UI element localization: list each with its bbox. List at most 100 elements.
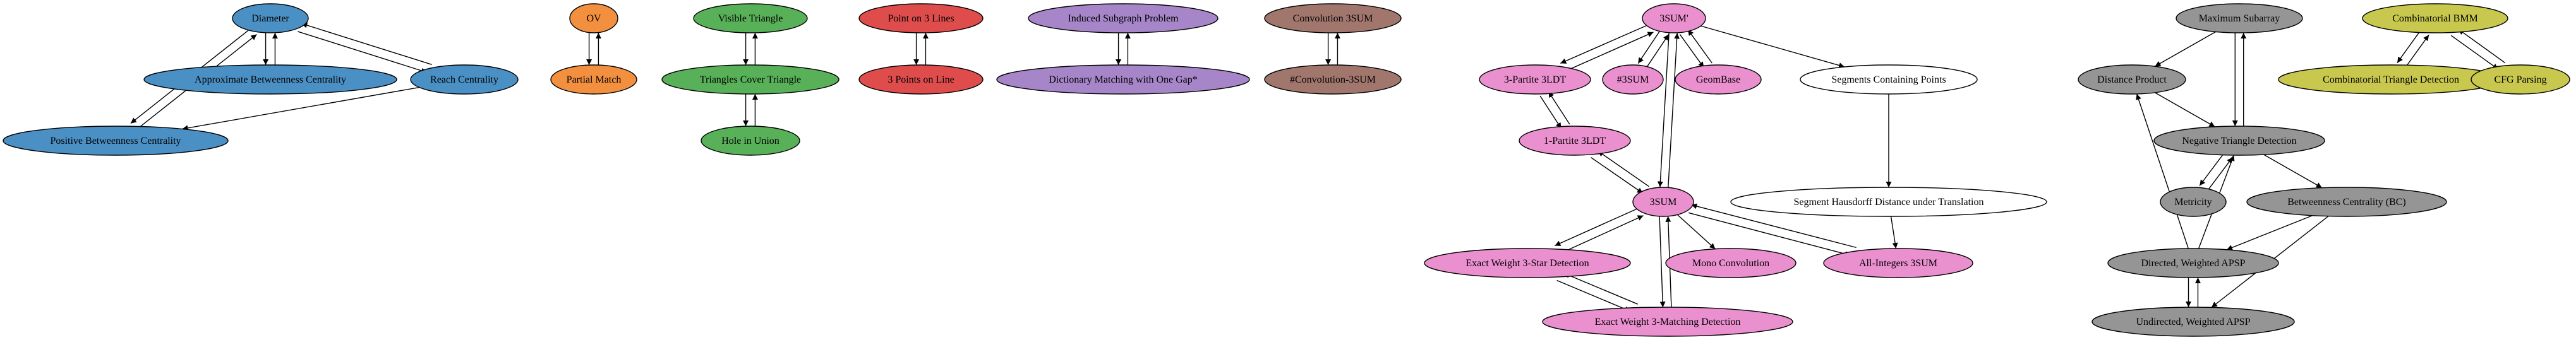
node-shape [661,64,840,95]
edge-ew3match-to-ew3star [1563,273,1638,305]
edge-sum3-to-onepartite [1598,150,1649,187]
edge-cfg-to-cbmm [2458,28,2506,64]
node-sum3p: 3SUM' [1642,3,1706,33]
node-label: 3-Partite 3LDT [1504,74,1566,85]
node-shape [232,3,309,33]
edge-allint-to-sum3 [1691,203,1857,249]
node-label: Convolution 3SUM [1293,13,1373,24]
node-label: Reach Centrality [430,74,498,85]
node-ew3star: Exact Weight 3-Star Detection [1424,248,1631,278]
node-label: Induced Subgraph Problem [1068,13,1179,24]
node-shape [1479,64,1591,95]
node-label: Mono Convolution [1692,258,1769,269]
node-shape [1642,3,1706,33]
node-shape [1264,3,1402,33]
edge-tripartite-to-sum3p [1566,32,1654,71]
edge-cbmm-to-ctd [2397,30,2421,63]
node-shape [2091,307,2295,337]
edge-ctd-to-cbmm [2405,34,2429,68]
node-shape [2160,187,2227,217]
node-label: 3 Points on Line [888,74,954,85]
node-label: Approximate Betweenness Centrality [195,74,346,85]
edge-sum3p-to-sum3 [1657,32,1670,187]
node-shape [858,64,984,95]
node-maxsub: Maximum Subarray [2176,3,2303,33]
node-hconv3: #Convolution-3SUM [1264,64,1402,95]
node-shape [693,3,808,33]
node-label: Metricity [2174,197,2212,208]
node-shape [1264,64,1402,95]
node-label: Diameter [251,13,289,24]
node-label: Exact Weight 3-Star Detection [1466,258,1589,269]
node-onepartite: 1-Partite 3LDT [1519,126,1631,156]
edge-hsum3-to-sum3p [1646,34,1670,69]
node-label: Combinatorial Triangle Detection [2323,74,2459,85]
node-label: Hole in Union [721,136,779,146]
node-shape [858,3,984,33]
node-shape [569,3,618,33]
edge-ew3star-to-sum3 [1561,215,1644,254]
node-uapsp: Undirected, Weighted APSP [2091,307,2295,337]
node-shape [996,64,1250,95]
node-shape [410,64,519,95]
edge-negtri-to-metricity [2199,152,2225,186]
node-shape [701,126,800,156]
node-label: All-Integers 3SUM [1859,258,1937,269]
node-allint: All-Integers 3SUM [1823,248,1973,278]
node-shape [1602,64,1664,95]
edge-negtri-to-bc [2263,154,2323,189]
node-shape [2078,64,2186,95]
node-shape [1632,187,1694,217]
edge-sum3p-to-seg_points [1700,25,1845,68]
node-shape [1823,248,1973,278]
node-label: Undirected, Weighted APSP [2136,317,2250,327]
node-seg_points: Segments Containing Points [1800,64,1978,95]
node-hole: Hole in Union [701,126,800,156]
node-label: #Convolution-3SUM [1290,74,1376,85]
edge-reach-to-diameter [301,22,432,66]
node-cbmm: Combinatorial BMM [2362,3,2508,33]
edge-maxsub-to-distprod [2155,31,2216,67]
node-label: 3SUM' [1659,13,1688,24]
edge-distprod-to-negtri [2155,92,2215,127]
node-label: Maximum Subarray [2199,13,2280,24]
node-cfg: CFG Parsing [2471,64,2570,95]
node-label: Partial Match [567,74,622,85]
node-label: Negative Triangle Detection [2182,136,2296,146]
node-bc: Betweenness Centrality (BC) [2246,187,2447,217]
edge-onepartite-to-sum3 [1591,157,1644,194]
node-isp: Induced Subgraph Problem [1028,3,1219,33]
node-shape [1665,248,1797,278]
edges-layer [130,22,2506,312]
node-shape [2176,3,2303,33]
node-label: 3SUM [1650,197,1677,208]
node-shape [2107,248,2279,278]
node-dapsp: Directed, Weighted APSP [2107,248,2279,278]
node-label: Point on 3 Lines [888,13,954,24]
node-shape [1519,126,1631,156]
node-visible_tri: Visible Triangle [693,3,808,33]
node-label: Segment Hausdorff Distance under Transla… [1794,197,1984,208]
edge-onepartite-to-tripartite [1548,91,1570,125]
edge-bc-to-dapsp [2226,214,2313,250]
node-label: Dictionary Matching with One Gap* [1049,74,1198,85]
edge-tripartite-to-onepartite [1539,95,1562,129]
edge-sum3p-to-tripartite [1560,24,1649,64]
node-ctd: Combinatorial Triangle Detection [2278,64,2504,95]
node-label: CFG Parsing [2494,74,2546,85]
node-tri_cover: Triangles Cover Triangle [661,64,840,95]
node-shape [1028,3,1219,33]
node-mono: Mono Convolution [1665,248,1797,278]
edge-dapsp-to-distprod [2136,93,2189,249]
node-label: Betweenness Centrality (BC) [2287,197,2406,208]
node-tripartite: 3-Partite 3LDT [1479,64,1591,95]
node-dict: Dictionary Matching with One Gap* [996,64,1250,95]
node-ew3match: Exact Weight 3-Matching Detection [1542,307,1793,337]
node-label: Distance Product [2097,74,2167,85]
edge-ew3star-to-ew3match [1556,279,1631,312]
node-sum3: 3SUM [1632,187,1694,217]
node-label: Directed, Weighted APSP [2141,258,2245,269]
node-label: Combinatorial BMM [2392,13,2478,24]
node-shape [2153,126,2325,156]
